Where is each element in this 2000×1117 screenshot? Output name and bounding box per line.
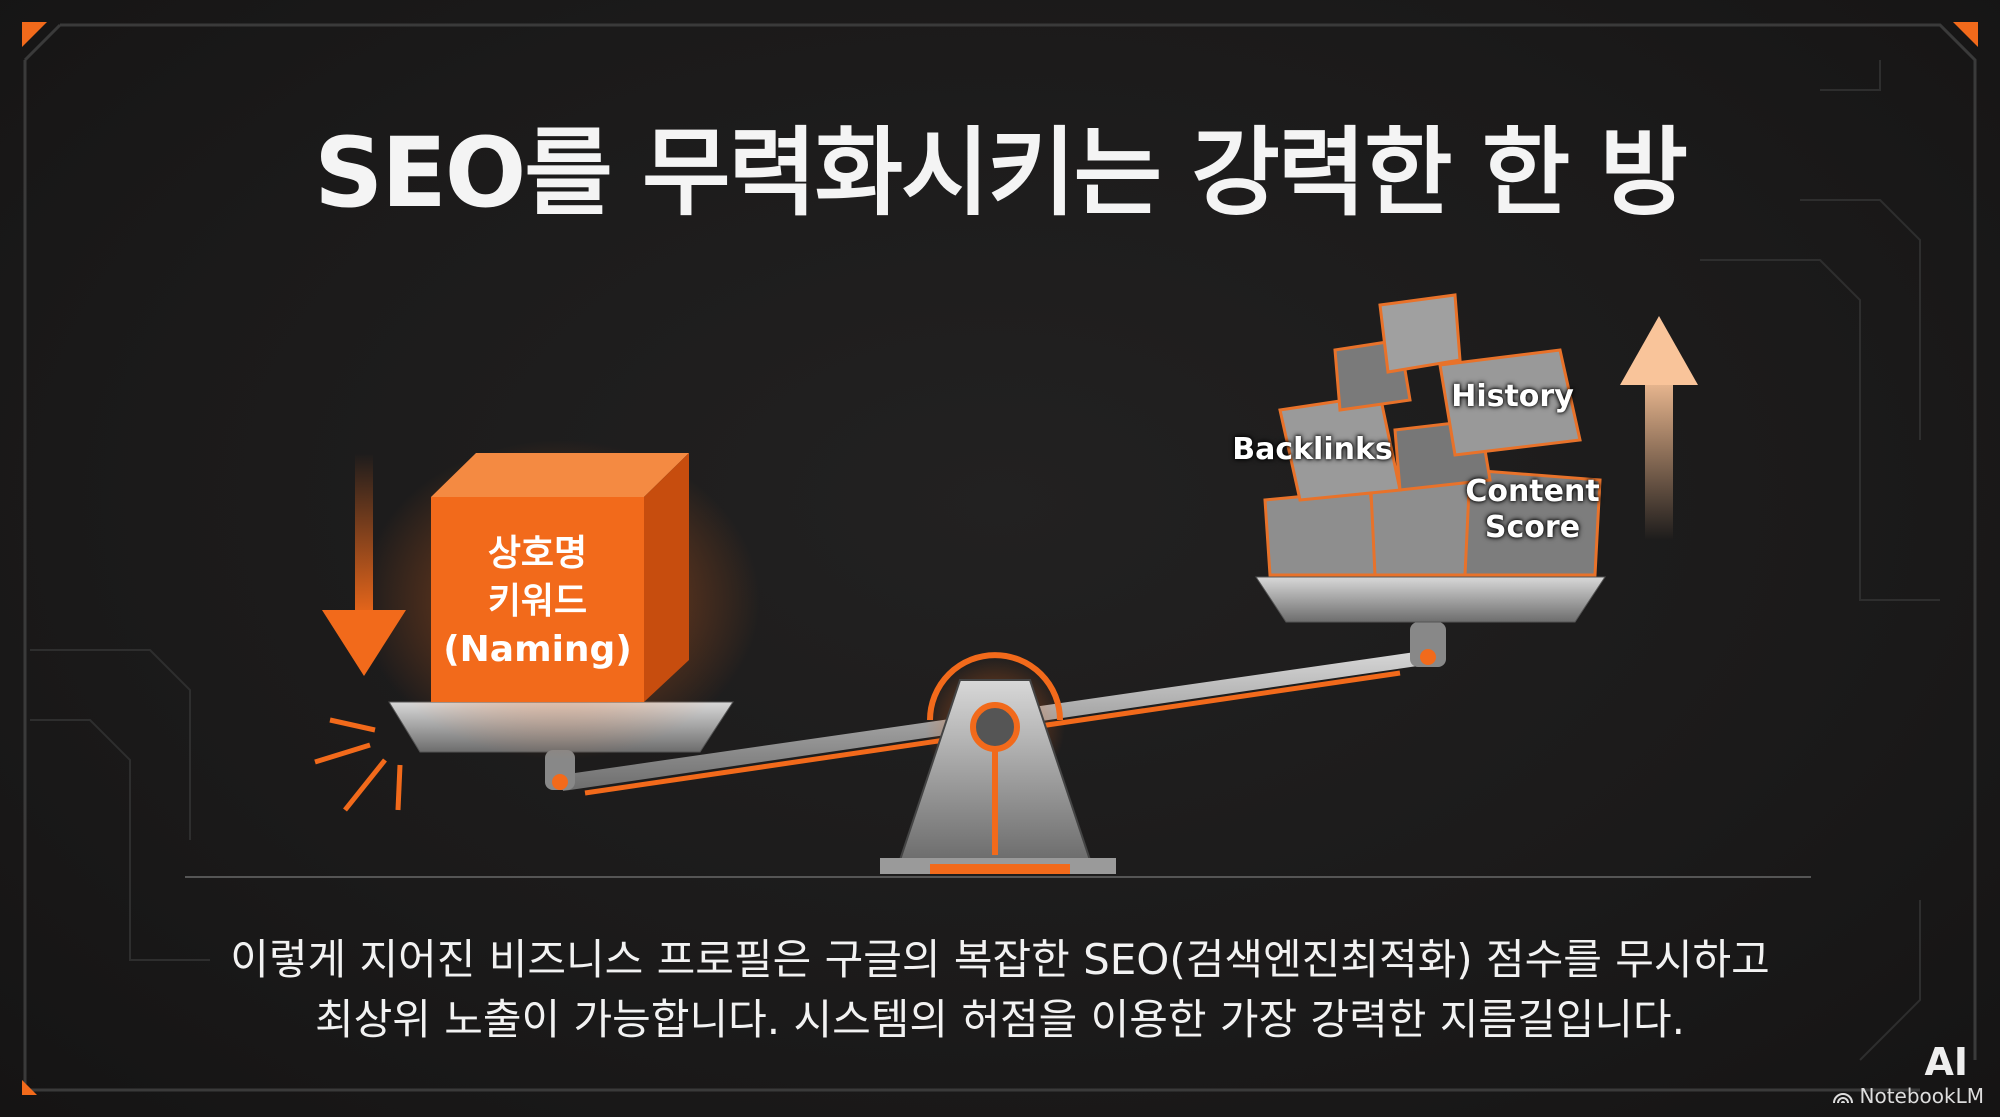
label-backlinks: Backlinks [1232, 432, 1393, 467]
brand-name: NotebookLM [1859, 1084, 1985, 1108]
naming-cube [360, 440, 760, 760]
notebooklm-icon [1832, 1093, 1853, 1104]
box-line-keyword: 키워드 [487, 581, 588, 622]
page-title: SEO를 무력화시키는 강력한 한 방 [314, 117, 1688, 229]
box-line-naming: (Naming) [443, 629, 632, 670]
box-line-business-name: 상호명 [487, 533, 588, 574]
naming-cube-label: 상호명 키워드 (Naming) [431, 530, 644, 674]
right-pan [1255, 576, 1606, 667]
ai-badge: AI [1924, 1040, 1968, 1084]
impact-spark-icon [314, 717, 403, 812]
seo-factor-boxes [1263, 293, 1602, 577]
caption-line-1: 이렇게 지어진 비즈니스 프로필은 구글의 복잡한 SEO(검색엔진최적화) 점… [230, 935, 1770, 984]
label-score: Score [1484, 510, 1581, 545]
label-history: History [1451, 379, 1574, 414]
label-content: Content [1465, 474, 1600, 509]
caption-line-2: 최상위 노출이 가능합니다. 시스템의 허점을 이용한 가장 강력한 지름길입니… [315, 995, 1685, 1044]
fulcrum [880, 652, 1116, 874]
circuit-decoration [30, 60, 1940, 1061]
up-arrow-icon [1620, 316, 1698, 540]
caption: 이렇게 지어진 비즈니스 프로필은 구글의 복잡한 SEO(검색엔진최적화) 점… [0, 930, 2000, 1050]
notebooklm-watermark: NotebookLM [1832, 1084, 1985, 1108]
label-content-score: Content Score [1460, 474, 1605, 546]
